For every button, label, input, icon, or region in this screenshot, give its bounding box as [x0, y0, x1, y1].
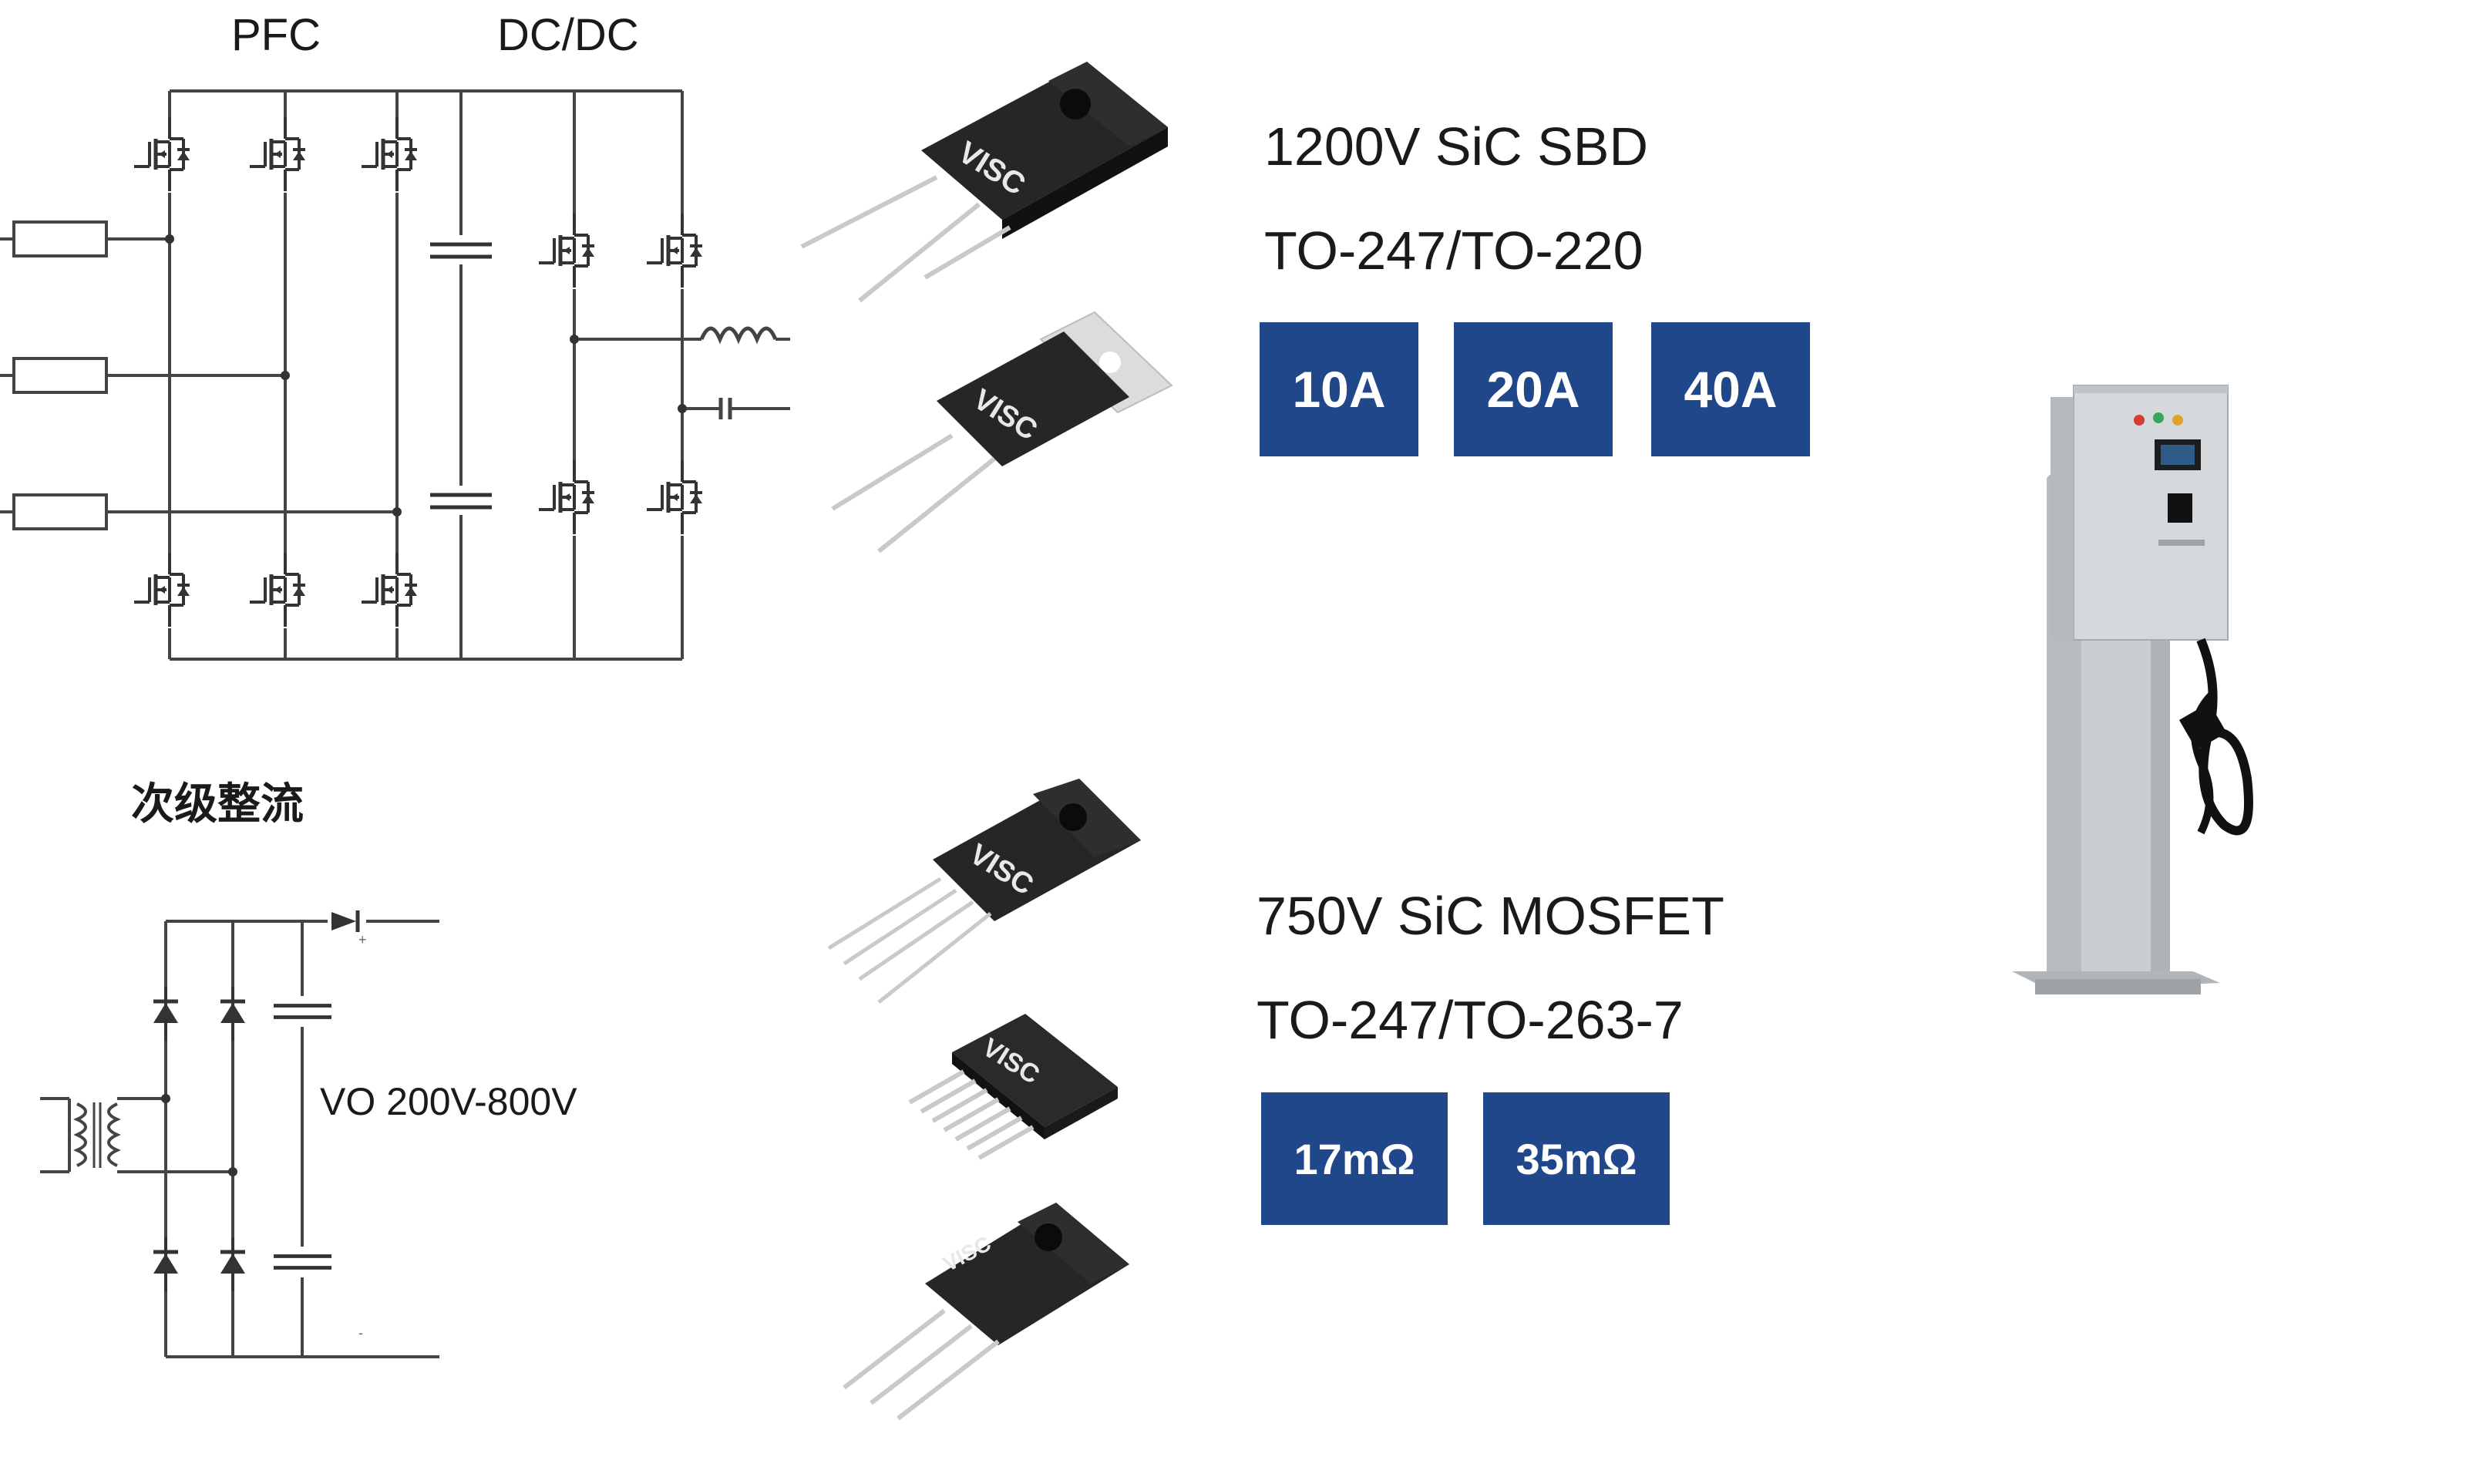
sbd-title: 1200V SiC SBD: [1264, 116, 1649, 177]
mosfet-title: 750V SiC MOSFET: [1257, 886, 1724, 946]
mosfet-rds-badge-35: 35mΩ: [1483, 1092, 1670, 1225]
output-capacitors: [271, 996, 333, 1277]
to220-sbd-device: VISC: [831, 311, 1173, 554]
sbd-current-badge-10a: 10A: [1260, 322, 1418, 456]
minus-sign: -: [358, 1325, 363, 1341]
to263-7-mosfet-device: VISC: [908, 1014, 1118, 1160]
mosfet-package: TO-247/TO-263-7: [1257, 990, 1684, 1050]
to247-sbd-device: VISC: [800, 62, 1168, 303]
dcdc-label: DC/DC: [497, 10, 639, 60]
sbd-package: TO-247/TO-220: [1264, 220, 1643, 281]
output-diode: [328, 910, 366, 933]
rectifier-junctions: [161, 1094, 237, 1176]
junction-dots: [165, 234, 687, 517]
secondary-rectification-label: 次级整流: [131, 779, 304, 828]
rectifier-diodes: [148, 987, 251, 1291]
sbd-current-badge-20a: 20A: [1454, 322, 1613, 456]
bus-capacitors: [428, 235, 494, 515]
pfc-label: PFC: [231, 10, 321, 60]
dcdc-switches: [528, 214, 713, 536]
to247-3-mosfet-device: VISC: [843, 1203, 1129, 1421]
ev-charger-illustration: [2012, 385, 2253, 994]
pfc-switches: [123, 117, 428, 628]
plus-sign: +: [358, 932, 367, 947]
sbd-current-badge-40a: 40A: [1651, 322, 1810, 456]
to247-4-mosfet-device: VISC: [827, 779, 1141, 1004]
mosfet-rds-badge-17: 17mΩ: [1261, 1092, 1448, 1225]
output-voltage-label: VO 200V-800V: [320, 1080, 577, 1123]
